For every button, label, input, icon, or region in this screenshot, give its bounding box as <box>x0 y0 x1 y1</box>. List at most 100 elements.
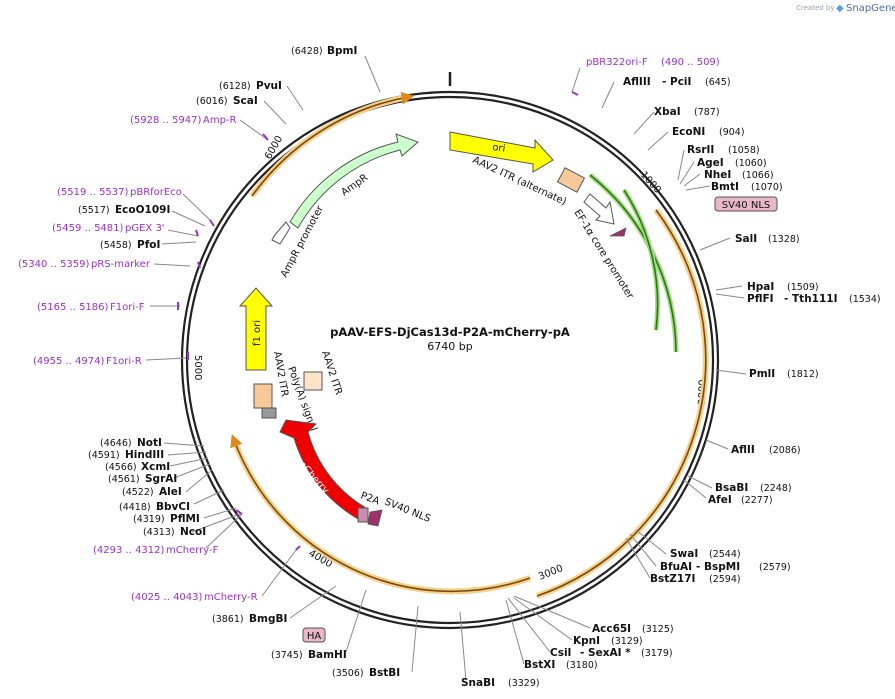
enzyme-label-bmgbi: (3861) BmgBI <box>212 613 287 625</box>
svg-text:XcmI: XcmI <box>141 461 170 473</box>
enzyme-label-scai: (6016) ScaI <box>196 95 258 107</box>
svg-text:SwaI: SwaI <box>670 548 698 560</box>
aav2-itr-left-feature <box>253 383 273 409</box>
svg-text:(4591): (4591) <box>88 450 120 461</box>
svg-text:RsrII: RsrII <box>687 144 714 156</box>
svg-text:(645): (645) <box>705 77 731 88</box>
svg-text:BsaBI: BsaBI <box>715 482 748 494</box>
svg-text:PfoI: PfoI <box>137 239 160 251</box>
svg-text:mCherry-R: mCherry-R <box>204 592 258 603</box>
enzyme-label-xbai: XbaI (787) <box>654 106 720 118</box>
enzyme-label-swai: SwaI (2544) <box>670 548 741 560</box>
svg-text:BmtI: BmtI <box>711 181 739 193</box>
svg-text:AflII: AflII <box>731 444 755 456</box>
svg-text:HpaI: HpaI <box>747 281 774 293</box>
svg-text:(3180): (3180) <box>566 660 598 671</box>
f1-ori-feature <box>238 287 274 371</box>
svg-text:(4313): (4313) <box>143 527 175 538</box>
svg-text:(3129): (3129) <box>611 636 643 647</box>
svg-text:(5928 .. 5947): (5928 .. 5947) <box>130 115 202 126</box>
enzyme-label-hindiii: (4591) HindIII <box>88 449 164 461</box>
svg-text:(5459 .. 5481): (5459 .. 5481) <box>52 223 124 234</box>
primer-label-mcherry-r: (4025 .. 4043) mCherry-R <box>131 592 258 603</box>
sv40-nls-box-label: SV40 NLS <box>722 200 771 211</box>
svg-text:BstBI: BstBI <box>369 667 400 679</box>
enzyme-label-sgrai: (4561) SgrAI <box>108 473 177 485</box>
svg-text:PmlI: PmlI <box>749 368 775 380</box>
svg-text:(1058): (1058) <box>728 145 760 156</box>
cas13d-cds-line <box>536 209 707 597</box>
enzyme-label-rsrii: RsrII (1058) <box>687 144 760 156</box>
svg-text:SalI: SalI <box>735 233 757 245</box>
svg-text:(4293 .. 4312): (4293 .. 4312) <box>93 545 165 556</box>
p2a-feature <box>357 507 369 523</box>
svg-text:(2248): (2248) <box>760 483 792 494</box>
svg-text:(1060): (1060) <box>735 158 767 169</box>
svg-text:(1070): (1070) <box>751 182 783 193</box>
svg-text:(3745): (3745) <box>271 650 303 661</box>
svg-text:EcoNI: EcoNI <box>672 126 705 138</box>
svg-text:(1812): (1812) <box>787 369 819 380</box>
svg-text:(1509): (1509) <box>787 282 819 293</box>
svg-text:(2579): (2579) <box>759 562 791 573</box>
svg-text:BstZ17I: BstZ17I <box>650 573 695 585</box>
primer-label-prs-marker: (5340 .. 5359) pRS-marker <box>18 259 151 270</box>
sv40-nls-inner-feature <box>367 509 383 527</box>
primer-label-pbrforeco: (5519 .. 5537) pBRforEco <box>57 187 182 198</box>
svg-text:AleI: AleI <box>159 486 182 498</box>
svg-text:PflMI: PflMI <box>170 513 200 525</box>
svg-text:(4566): (4566) <box>105 462 137 473</box>
svg-text:pRS-marker: pRS-marker <box>91 259 151 270</box>
aav2-itr-left-cap <box>261 407 277 419</box>
sv40-nls-inner-label: SV40 NLS <box>383 497 432 525</box>
snapgene-brand-label: SnapGene <box>846 3 895 14</box>
svg-text:(6128): (6128) <box>219 81 251 92</box>
primer-label-mcherry-f: (4293 .. 4312) mCherry-F <box>93 545 219 556</box>
ampr-feature <box>289 133 419 229</box>
enzyme-label-econi: EcoNI (904) <box>672 126 745 138</box>
enzyme-label-noti: (4646) NotI <box>100 437 162 449</box>
enzyme-label-bstz17i: BstZ17I (2594) <box>650 573 741 585</box>
svg-text:pBRforEco: pBRforEco <box>130 187 182 198</box>
ef1a-marker-feature <box>609 227 627 237</box>
svg-text:(3861): (3861) <box>212 614 244 625</box>
svg-text:- PciI: - PciI <box>662 76 691 88</box>
enzyme-label-afei: AfeI (2277) <box>708 494 773 506</box>
aav2-itr-right-label: AAV2 ITR <box>319 350 344 397</box>
svg-text:(5458): (5458) <box>100 240 132 251</box>
svg-text:- Tth111I: - Tth111I <box>784 293 838 305</box>
svg-text:AgeI: AgeI <box>697 157 724 169</box>
enzyme-label-bmti: BmtI (1070) <box>711 181 783 193</box>
svg-text:BpmI: BpmI <box>327 45 357 57</box>
enzyme-label-nhei: NheI (1066) <box>704 169 774 181</box>
enzyme-label-agei: AgeI (1060) <box>697 157 767 169</box>
primer-label-f1ori-r: (4955 .. 4974) F1ori-R <box>33 356 142 367</box>
svg-text:(490 .. 509): (490 .. 509) <box>661 57 720 68</box>
cas13d-green-line-2 <box>623 189 659 331</box>
lower-cds-band <box>231 438 531 595</box>
snapgene-logo-icon: ◆ <box>836 3 844 14</box>
sv40-nls-box <box>714 196 778 212</box>
cas13d-cds-band <box>536 208 709 599</box>
svg-text:(4418): (4418) <box>119 502 151 513</box>
svg-text:CsiI: CsiI <box>550 647 571 659</box>
enzyme-label-pflfi: PflFI - Tth111I (1534) <box>747 293 881 305</box>
created-by-label: Created by <box>796 4 835 12</box>
svg-text:(4955 .. 4974): (4955 .. 4974) <box>33 356 105 367</box>
svg-text:Acc65I: Acc65I <box>592 623 631 635</box>
svg-text:(4561): (4561) <box>108 474 140 485</box>
svg-text:F1ori-R: F1ori-R <box>106 356 142 367</box>
enzyme-label-aflIII: AflIII - PciI (645) <box>623 76 731 88</box>
svg-text:(1328): (1328) <box>768 234 800 245</box>
svg-text:(2544): (2544) <box>709 549 741 560</box>
svg-text:(6016): (6016) <box>196 96 228 107</box>
svg-text:BstXI: BstXI <box>524 659 555 671</box>
svg-text:(904): (904) <box>719 127 745 138</box>
svg-text:BbvCI: BbvCI <box>156 501 190 513</box>
svg-text:SnaBI: SnaBI <box>461 677 495 689</box>
svg-text:(1066): (1066) <box>742 170 774 181</box>
primer-label-pgex3: (5459 .. 5481) pGEX 3' <box>52 223 165 234</box>
tick-label-3000: 3000 <box>537 563 565 583</box>
svg-text:(2086): (2086) <box>769 445 801 456</box>
